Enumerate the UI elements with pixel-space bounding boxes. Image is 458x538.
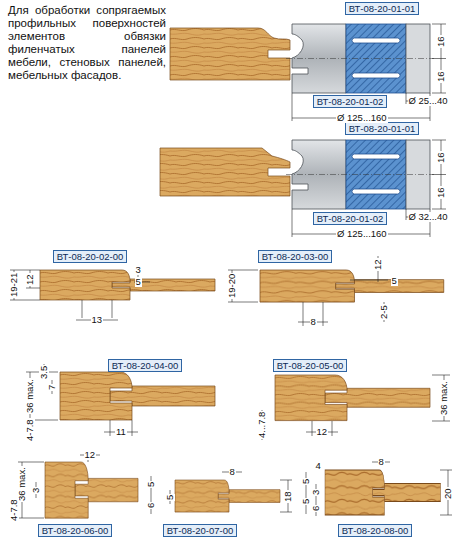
dimension: 5 (165, 493, 175, 500)
part-number-box: ВТ-08-20-08-00 (338, 524, 412, 537)
part-number-box: ВТ-08-20-03-00 (258, 250, 332, 263)
dimension: 7 (47, 383, 57, 390)
dimension: 5 (301, 477, 311, 484)
dimension: 12 (373, 258, 383, 271)
part-number: ВТ-08-20-08-00 (342, 525, 408, 536)
dimension: 12 (25, 273, 35, 286)
dimension: Ø 125...160 (336, 113, 388, 123)
part-number-box: ВТ-08-20-04-00 (108, 359, 182, 372)
dimension: 8 (310, 317, 317, 327)
joint-profile (175, 480, 280, 512)
part-number: ВТ-08-20-03-00 (262, 251, 328, 262)
dimension: 5 (301, 497, 311, 504)
dimension: 16 (436, 70, 446, 83)
part-number-box: ВТ-08-20-06-00 (38, 524, 112, 537)
workpiece (160, 148, 290, 196)
dimension: 19-21 (9, 272, 19, 298)
dimension: 6 (146, 501, 156, 508)
dimension: 12 (84, 450, 97, 460)
part-number: ВТ-08-20-05-00 (277, 360, 343, 371)
part-number: ВТ-08-20-02-00 (57, 251, 123, 262)
dimension: Ø 25...40 (408, 96, 449, 106)
dimension: 8 (229, 467, 236, 477)
dimension: 5 (391, 276, 398, 286)
part-number-box: ВТ-08-20-02-00 (53, 250, 127, 263)
part-number: ВТ-08-20-07-00 (167, 525, 233, 536)
dimension: 8 (378, 457, 385, 467)
dimension: 5 (135, 277, 142, 287)
part-number-box: ВТ-08-20-01-01 (345, 2, 419, 15)
dimension: 16 (436, 151, 446, 164)
part-number-box: ВТ-08-20-07-00 (163, 524, 237, 537)
dimension: 16 (436, 35, 446, 48)
dimension: 3 (135, 265, 142, 275)
joint-profile (260, 270, 444, 302)
joint-profile (325, 470, 441, 515)
part-number-box: ВТ-08-20-05-00 (273, 359, 347, 372)
dimension: 16 (436, 186, 446, 199)
dimension: 19-20 (227, 273, 237, 299)
dimension: 3 (311, 488, 321, 495)
dimension: 3 (31, 486, 41, 493)
joint-profile (45, 462, 138, 518)
dimension: 13 (91, 315, 104, 325)
dimension: 11 (115, 427, 127, 437)
dimension: 4-7.8 (9, 498, 19, 522)
joint-profile (60, 372, 215, 420)
dimension: 36 max. (25, 378, 35, 414)
dimension: Ø 32...40 (408, 212, 449, 222)
dimension: 12 (316, 427, 329, 437)
dimension: 4-7.8 (25, 418, 35, 442)
cutter (286, 24, 446, 121)
dimension: 4...7.8 (257, 411, 267, 439)
part-number: ВТ-08-20-04-00 (112, 360, 178, 371)
dimension: Ø 125...160 (336, 229, 388, 239)
part-number-box: ВТ-08-20-01-01 (345, 122, 419, 135)
dimension: 2-5 (379, 304, 389, 320)
dimension: 36 max. (439, 380, 449, 416)
dimension-lines (10, 256, 452, 520)
dimension: 5 (146, 480, 156, 487)
part-number: ВТ-08-20-01-02 (317, 213, 383, 224)
part-number: ВТ-08-20-06-00 (42, 525, 108, 536)
part-number-box: ВТ-08-20-01-02 (313, 95, 387, 108)
dimension: 6 (311, 504, 321, 511)
part-number: ВТ-08-20-01-01 (349, 123, 415, 134)
dimension: 18 (283, 490, 293, 503)
joint-profile (40, 270, 215, 300)
part-number: ВТ-08-20-01-01 (349, 3, 415, 14)
part-number-box: ВТ-08-20-01-02 (313, 212, 387, 225)
part-number: ВТ-08-20-01-02 (317, 96, 383, 107)
description-note: Для обработки сопрягаемых профильных пов… (8, 4, 166, 82)
joint-profile (275, 375, 430, 421)
dimension: 3.5 (39, 364, 49, 379)
dimension: 4 (315, 461, 322, 471)
dimension: 36 max. (17, 466, 27, 502)
cutter (286, 140, 446, 237)
workpiece (170, 28, 290, 80)
dimension: 20 (443, 487, 453, 500)
